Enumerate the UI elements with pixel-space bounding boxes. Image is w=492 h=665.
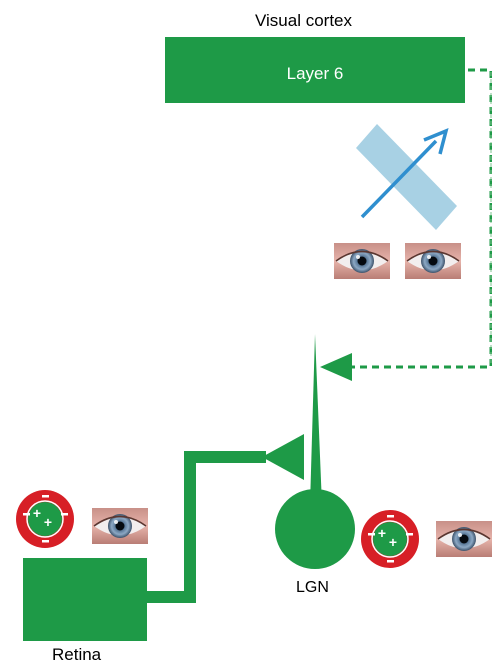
oriented-bar-icon (356, 124, 457, 230)
retinal-synapse (262, 434, 304, 480)
feedback-dashed-path (340, 68, 492, 369)
eye-photo-icon (404, 242, 462, 280)
retinal-axon (147, 451, 266, 603)
lgn-label: LGN (296, 579, 329, 596)
retina-block (23, 558, 147, 641)
motion-direction-arrow-icon (360, 128, 449, 219)
feedback-synapse (320, 353, 352, 381)
visual-cortex-title: Visual cortex (255, 11, 353, 30)
lgn-soma (275, 489, 355, 569)
center-surround-field-icon (15, 489, 75, 549)
eye-photo-icon (91, 507, 149, 545)
lgn-dendrite (310, 334, 322, 505)
retina-label: Retina (52, 645, 102, 664)
layer6-block (165, 37, 465, 103)
eye-photo-icon (333, 242, 391, 280)
layer6-label: Layer 6 (286, 64, 344, 83)
eye-photo-icon (435, 520, 492, 558)
center-surround-field-icon (360, 509, 420, 569)
